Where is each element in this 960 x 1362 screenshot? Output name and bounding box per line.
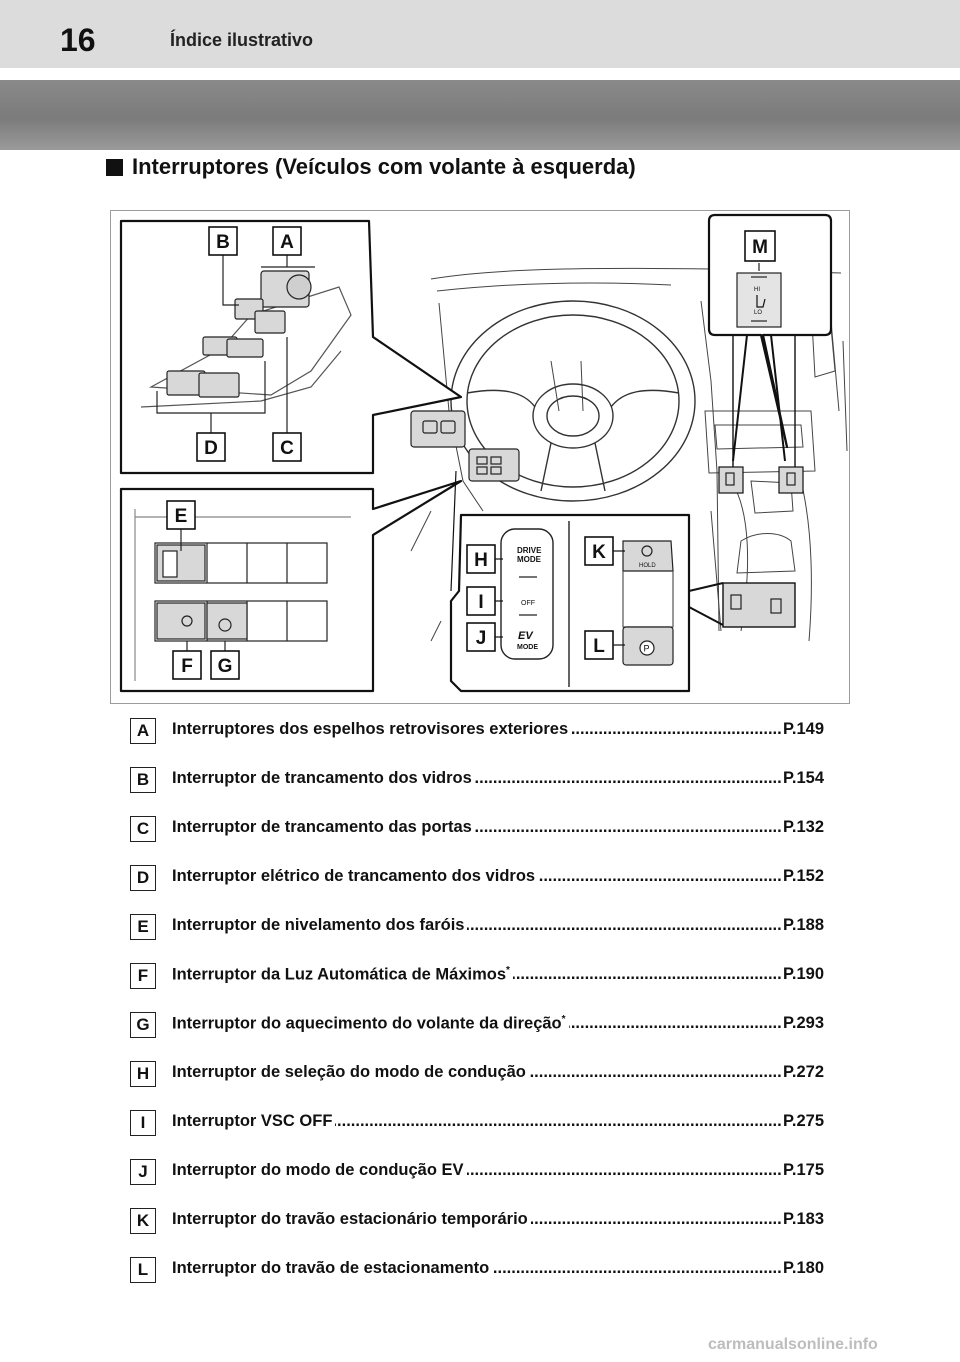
callout-c: C <box>280 438 294 459</box>
console-park-block <box>688 582 796 628</box>
page-number: 16 <box>60 22 96 58</box>
list-item[interactable]: L Interruptor do travão de estacionament… <box>130 1256 830 1284</box>
callout-g: G <box>218 656 233 677</box>
asterisk-mark: * <box>506 965 510 976</box>
item-letter-badge: A <box>130 718 156 744</box>
square-bullet-icon <box>106 158 123 176</box>
item-page-link[interactable]: P.188 <box>781 916 824 935</box>
item-letter-badge: F <box>130 963 156 989</box>
drive-mode-label-2: MODE <box>517 555 542 564</box>
dash-window-switch <box>410 410 520 482</box>
seat-heater-panel: HI LO <box>707 213 833 494</box>
list-item[interactable]: D Interruptor elétrico de trancamento do… <box>130 864 830 892</box>
item-text: Interruptor de trancamento dos vidros <box>172 769 475 788</box>
item-text: Interruptor do travão estacionário tempo… <box>172 1210 531 1229</box>
callout-letters: B A D C E F G H I J K L M <box>175 232 768 677</box>
item-text-with-asterisk: Interruptor da Luz Automática de Máximos… <box>172 965 513 985</box>
item-text: Interruptor de trancamento das portas <box>172 818 475 837</box>
item-letter-badge: E <box>130 914 156 940</box>
switches-illustration: DRIVE MODE OFF EV MODE HOLD P HI LO <box>110 210 850 704</box>
callout-l: L <box>593 636 605 657</box>
instrument-switch-panel <box>119 479 463 693</box>
item-text: Interruptor da Luz Automática de Máximos <box>172 965 507 984</box>
item-letter-badge: L <box>130 1257 156 1283</box>
callout-j: J <box>476 628 487 649</box>
callout-d: D <box>204 438 218 459</box>
item-text: Interruptor de nivelamento dos faróis <box>172 916 468 935</box>
seat-lo-label: LO <box>754 310 762 316</box>
item-page-link[interactable]: P.180 <box>781 1259 824 1278</box>
section-title: Interruptores (Veículos com volante à es… <box>106 154 636 180</box>
watermark: carmanualsonline.info <box>708 1336 878 1353</box>
ev-mode-label: MODE <box>517 644 538 651</box>
item-page-link[interactable]: P.293 <box>781 1014 824 1033</box>
callout-k: K <box>592 542 606 563</box>
dashboard-lines <box>410 267 848 642</box>
item-page-link[interactable]: P.149 <box>781 720 824 739</box>
hold-label: HOLD <box>639 563 656 569</box>
list-item[interactable]: C Interruptor de trancamento das portas … <box>130 815 830 843</box>
steering-wheel <box>450 300 696 502</box>
list-item[interactable]: E Interruptor de nivelamento dos faróis … <box>130 913 830 941</box>
item-page-link[interactable]: P.275 <box>781 1112 824 1131</box>
door-switch-panel <box>119 219 463 475</box>
item-letter-badge: K <box>130 1208 156 1234</box>
item-page-link[interactable]: P.190 <box>781 965 824 984</box>
callout-a: A <box>280 232 294 253</box>
item-letter-badge: B <box>130 767 156 793</box>
list-item[interactable]: H Interruptor de seleção do modo de cond… <box>130 1060 830 1088</box>
item-page-link[interactable]: P.175 <box>781 1161 824 1180</box>
drive-mode-label-1: DRIVE <box>517 546 542 555</box>
item-letter-badge: C <box>130 816 156 842</box>
header-band <box>0 80 960 150</box>
list-item[interactable]: K Interruptor do travão estacionário tem… <box>130 1207 830 1235</box>
list-item[interactable]: I Interruptor VSC OFF P.275 <box>130 1109 830 1137</box>
header-bar <box>0 0 960 68</box>
item-text: Interruptor do modo de condução EV <box>172 1161 467 1180</box>
seat-hi-label: HI <box>754 287 760 293</box>
item-letter-badge: J <box>130 1159 156 1185</box>
item-text: Interruptor de seleção do modo de conduç… <box>172 1063 529 1082</box>
park-label: P <box>644 644 650 654</box>
item-text: Interruptores dos espelhos retrovisores … <box>172 720 572 739</box>
callout-i: I <box>478 592 483 613</box>
list-item[interactable]: B Interruptor de trancamento dos vidros … <box>130 766 830 794</box>
callout-leaders <box>495 550 625 646</box>
callout-f: F <box>181 656 193 677</box>
item-letter-badge: D <box>130 865 156 891</box>
item-page-link[interactable]: P.152 <box>781 867 824 886</box>
header-title: Índice ilustrativo <box>170 30 314 50</box>
ev-label: EV <box>518 630 534 642</box>
list-item[interactable]: J Interruptor do modo de condução EV P.1… <box>130 1158 830 1186</box>
item-text: Interruptor elétrico de trancamento dos … <box>172 867 539 886</box>
console-switch-panel: DRIVE MODE OFF EV MODE HOLD P <box>449 470 691 693</box>
item-text: Interruptor do travão de estacionamento <box>172 1259 493 1278</box>
item-text-with-asterisk: Interruptor do aquecimento do volante da… <box>172 1014 569 1034</box>
callout-m: M <box>752 237 768 258</box>
item-letter-badge: I <box>130 1110 156 1136</box>
item-page-link[interactable]: P.132 <box>781 818 824 837</box>
section-title-text: Interruptores (Veículos com volante à es… <box>132 154 636 179</box>
item-page-link[interactable]: P.272 <box>781 1063 824 1082</box>
item-letter-badge: G <box>130 1012 156 1038</box>
callout-e: E <box>175 506 188 527</box>
list-item[interactable]: A Interruptores dos espelhos retrovisore… <box>130 717 830 745</box>
list-item[interactable]: G Interruptor do aquecimento do volante … <box>130 1011 830 1039</box>
switches-drawing: DRIVE MODE OFF EV MODE HOLD P HI LO <box>119 213 848 693</box>
list-item[interactable]: F Interruptor da Luz Automática de Máxim… <box>130 962 830 990</box>
callout-b: B <box>216 232 230 253</box>
item-letter-badge: H <box>130 1061 156 1087</box>
callout-h: H <box>474 550 488 571</box>
item-page-link[interactable]: P.154 <box>781 769 824 788</box>
asterisk-mark: * <box>561 1014 566 1025</box>
item-page-link[interactable]: P.183 <box>781 1210 824 1229</box>
item-text: Interruptor do aquecimento do volante da… <box>172 1014 562 1033</box>
vsc-off-label: OFF <box>521 600 535 607</box>
item-text: Interruptor VSC OFF <box>172 1112 336 1131</box>
callout-boxes <box>166 226 776 680</box>
